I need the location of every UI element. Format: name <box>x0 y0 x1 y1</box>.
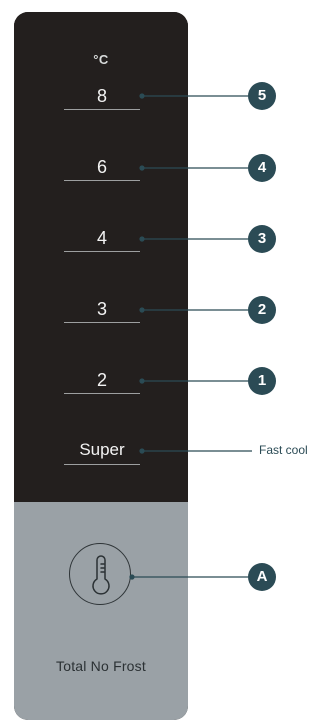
level-3: 3 <box>96 299 107 319</box>
thermometer-icon <box>92 555 110 595</box>
button-area <box>14 502 188 720</box>
level-4: 4 <box>96 228 107 248</box>
callout-badge-a: A <box>248 563 276 591</box>
level-super-underline <box>64 464 140 465</box>
level-2: 2 <box>96 370 107 390</box>
level-6: 6 <box>96 157 107 177</box>
fridge-control-panel: °C 8 6 4 3 2 Super Total No Frost <box>14 12 188 720</box>
level-8-underline <box>64 109 140 110</box>
callout-badge-4: 4 <box>248 154 276 182</box>
level-8: 8 <box>96 86 107 106</box>
callout-badge-2: 2 <box>248 296 276 324</box>
fast-cool-label: Fast cool <box>259 443 308 457</box>
temperature-touch-button[interactable] <box>69 543 131 605</box>
brand-label: Total No Frost <box>56 658 146 674</box>
level-2-underline <box>64 393 140 394</box>
level-3-underline <box>64 322 140 323</box>
level-6-underline <box>64 180 140 181</box>
unit-label: °C <box>93 52 109 67</box>
level-super: Super <box>79 440 125 459</box>
display-area <box>14 12 188 502</box>
callout-badge-3: 3 <box>248 225 276 253</box>
callout-badge-5: 5 <box>248 82 276 110</box>
callout-badge-1: 1 <box>248 367 276 395</box>
level-4-underline <box>64 251 140 252</box>
